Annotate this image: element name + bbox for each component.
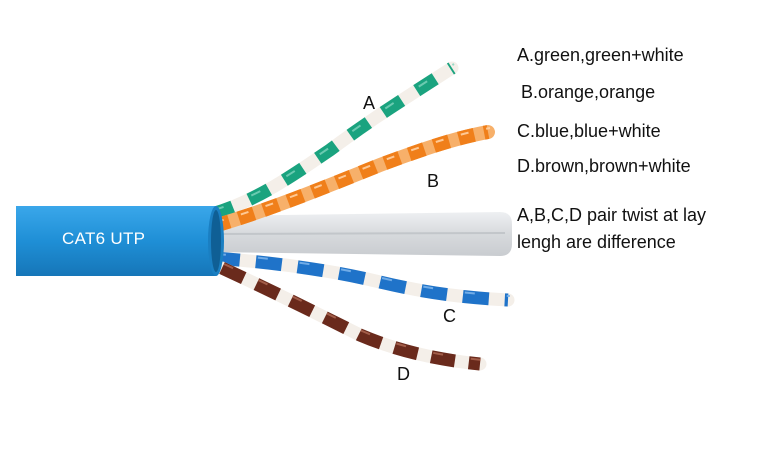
pair-b-marker: B — [427, 171, 440, 191]
legend-pair-d: D.brown,brown+white — [517, 156, 691, 176]
pair-a-wires — [205, 61, 459, 221]
pair-d-marker: D — [397, 364, 410, 384]
legend-pair-b: B.orange,orange — [521, 82, 656, 102]
cable-type-label: CAT6 UTP — [62, 229, 146, 248]
legend-pair-a: A.green,green+white — [517, 45, 684, 65]
twist-note-line-1: A,B,C,D pair twist at lay — [517, 205, 707, 225]
twist-note-line-2: lengh are difference — [517, 232, 676, 252]
pair-c-wires — [207, 251, 515, 307]
legend-pair-c: C.blue,blue+white — [517, 121, 661, 141]
pair-b-wires — [207, 125, 495, 233]
cable-jacket — [16, 206, 224, 276]
pair-c-marker: C — [443, 306, 456, 326]
pair-d-wires — [215, 261, 487, 371]
pair-a-marker: A — [363, 93, 376, 113]
